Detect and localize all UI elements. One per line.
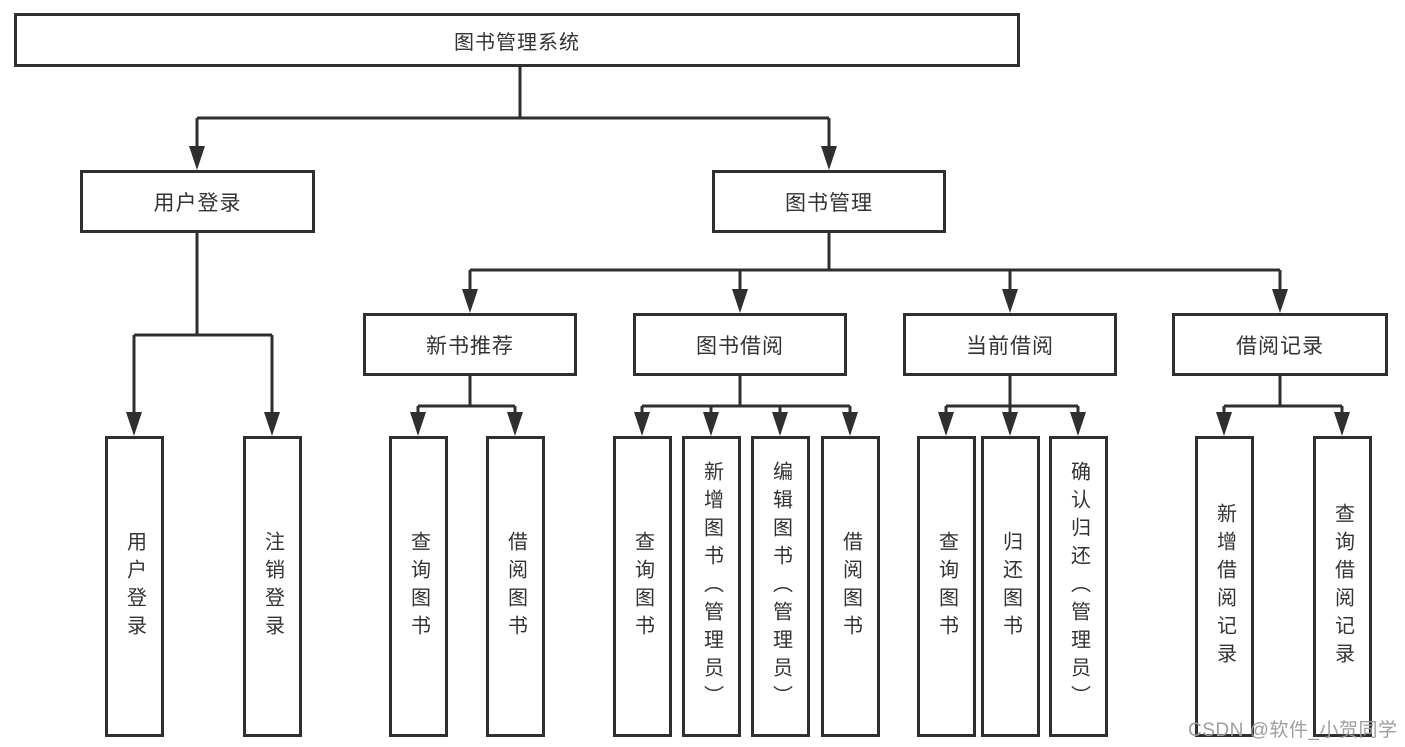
leaf-bb-borrow-books: 借阅图书 [821,436,880,737]
leaf-br-query-record: 查询借阅记录 [1313,436,1372,737]
leaf-label: 借阅图书 [504,530,527,643]
leaf-cb-query-books: 查询图书 [917,436,976,737]
leaf-label: 查询图书 [935,530,958,643]
arrowheads [126,146,1350,436]
leaf-nr-borrow-books: 借阅图书 [486,436,545,737]
leaf-label: 查询图书 [631,530,654,643]
leaf-label: 用户登录 [123,530,146,643]
leaf-label: 新增借阅记录 [1213,502,1236,671]
node-new-book-recommend: 新书推荐 [363,313,577,376]
leaf-label: 注销登录 [261,530,284,643]
node-book-management: 图书管理 [712,170,946,233]
leaf-cb-confirm-return-admin: 确认归还（管理员） [1049,436,1108,737]
leaf-bb-edit-books-admin: 编辑图书（管理员） [751,436,810,737]
leaf-bb-query-books: 查询图书 [613,436,672,737]
node-borrow-records: 借阅记录 [1172,313,1388,376]
leaf-label: 确认归还（管理员） [1067,460,1090,713]
node-library-system: 图书管理系统 [14,13,1020,67]
leaf-label: 查询图书 [407,530,430,643]
leaf-bb-add-books-admin: 新增图书（管理员） [682,436,741,737]
leaf-label: 编辑图书（管理员） [769,460,792,713]
node-current-borrowing: 当前借阅 [903,313,1117,376]
node-book-borrowing: 图书借阅 [633,313,847,376]
leaf-user-login: 用户登录 [105,436,164,737]
leaf-nr-query-books: 查询图书 [389,436,448,737]
leaf-cb-return-books: 归还图书 [981,436,1040,737]
leaf-label: 归还图书 [999,530,1022,643]
node-user-login: 用户登录 [80,170,315,233]
leaf-br-add-record: 新增借阅记录 [1195,436,1254,737]
csdn-watermark: CSDN @软件_小贺同学 [1188,720,1398,741]
leaf-logout: 注销登录 [243,436,302,737]
leaf-label: 借阅图书 [839,530,862,643]
leaf-label: 查询借阅记录 [1331,502,1354,671]
leaf-label: 新增图书（管理员） [700,460,723,713]
